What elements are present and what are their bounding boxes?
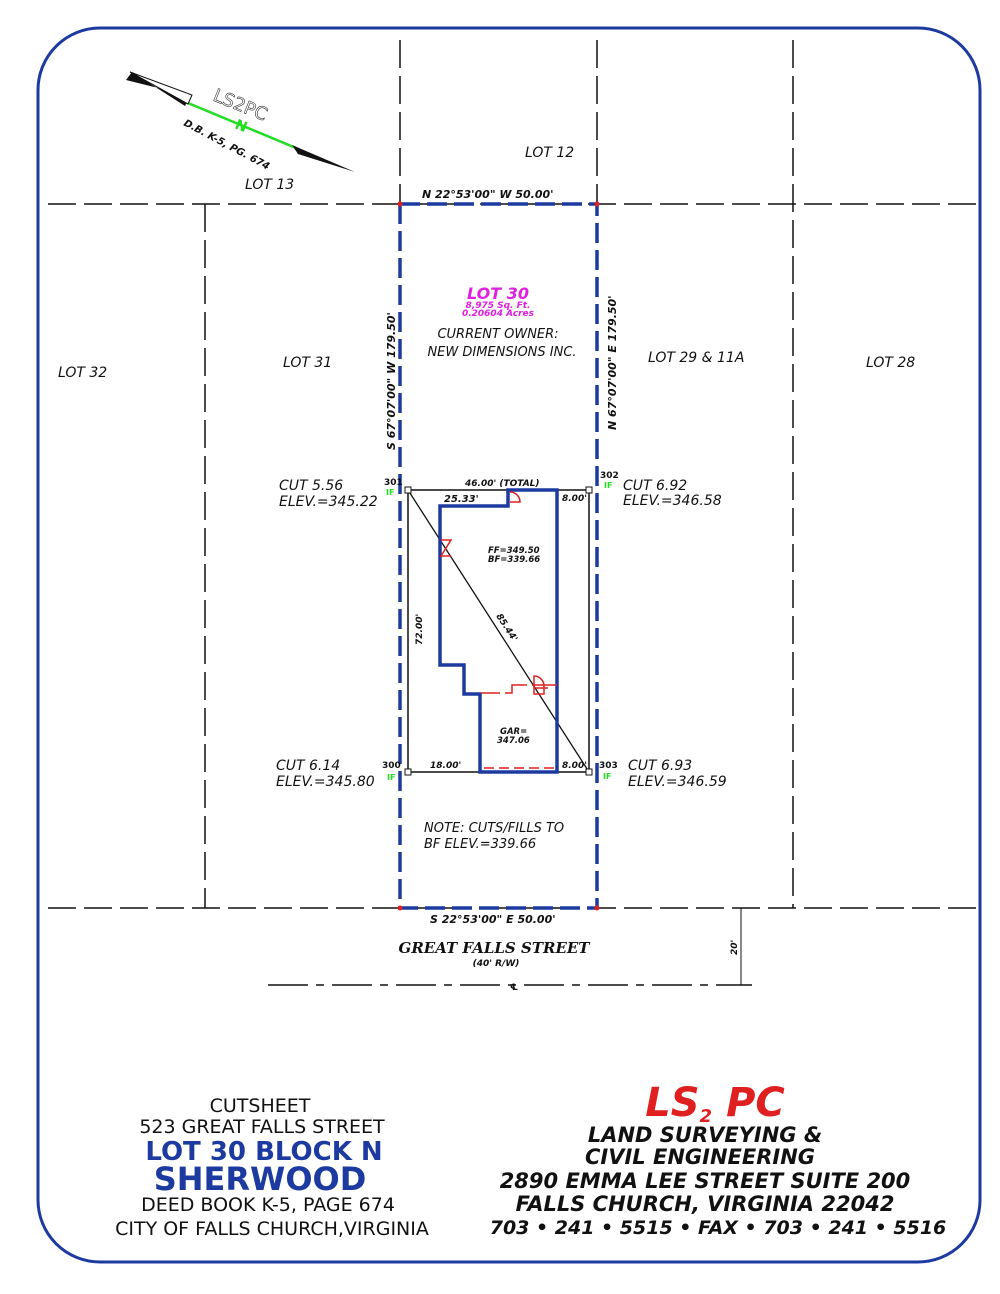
front-offset-dim: 25.33' — [444, 494, 479, 505]
lot-28-label: LOT 28 — [866, 355, 915, 371]
svg-text:CUTSHEET: CUTSHEET — [210, 1095, 311, 1117]
svg-text:CUT 6.93: CUT 6.93 — [628, 758, 692, 774]
bearing-west: S 67°07'00" W 179.50' — [385, 312, 398, 450]
svg-text:300: 300 — [382, 761, 401, 771]
right-bottom-dim: 8.00' — [562, 761, 587, 771]
svg-text:523 GREAT FALLS STREET: 523 GREAT FALLS STREET — [139, 1116, 385, 1138]
lot-29-label: LOT 29 & 11A — [648, 350, 744, 366]
bearing-east: N 67°07'00" E 179.50' — [606, 295, 619, 430]
bearing-south: S 22°53'00" E 50.00' — [430, 913, 556, 926]
sheet-border — [36, 26, 982, 1264]
svg-text:SHERWOOD: SHERWOOD — [154, 1160, 367, 1198]
svg-text:ELEV.=346.58: ELEV.=346.58 — [623, 493, 722, 509]
right-top-dim: 8.00' — [562, 494, 587, 504]
svg-text:DEED BOOK K-5, PAGE 674: DEED BOOK K-5, PAGE 674 — [141, 1194, 395, 1216]
lot-30-boundary — [398, 202, 599, 910]
lot-30-label: LOT 30 — [467, 284, 529, 303]
svg-text:CUT 6.92: CUT 6.92 — [623, 478, 687, 494]
svg-text:301: 301 — [384, 478, 403, 488]
north-label: N — [233, 117, 250, 136]
owner-name: NEW DIMENSIONS INC. — [427, 345, 576, 360]
svg-text:303: 303 — [599, 761, 618, 771]
svg-text:302: 302 — [600, 471, 619, 481]
lot-12-label: LOT 12 — [525, 145, 574, 161]
right-of-way: (40' R/W) — [473, 959, 520, 969]
centerline-symbol: ℄ — [510, 983, 518, 993]
svg-text:CUT 6.14: CUT 6.14 — [276, 758, 340, 774]
house-footprint — [404, 486, 593, 776]
svg-text:CITY OF FALLS CHURCH,VIRGINIA: CITY OF FALLS CHURCH,VIRGINIA — [115, 1218, 429, 1240]
svg-text:ELEV.=346.59: ELEV.=346.59 — [628, 774, 727, 790]
lot-area-acres: 0.20604 Acres — [462, 309, 535, 319]
svg-text:CUT 5.56: CUT 5.56 — [279, 478, 343, 494]
svg-text:IF: IF — [387, 773, 395, 782]
lot-13-label: LOT 13 — [245, 177, 294, 193]
corner-302: 302 IF CUT 6.92 ELEV.=346.58 — [600, 471, 722, 509]
note-line-1: NOTE: CUTS/FILLS TO — [424, 821, 564, 836]
street-name: GREAT FALLS STREET — [399, 939, 592, 957]
owner-label: CURRENT OWNER: — [437, 327, 558, 342]
corner-300: 300 IF CUT 6.14 ELEV.=345.80 — [276, 758, 401, 790]
svg-text:IF: IF — [386, 488, 394, 497]
lot-lines — [48, 40, 978, 909]
house-depth-dim: 72.00' — [415, 614, 425, 645]
title-block: CUTSHEET 523 GREAT FALLS STREET LOT 30 B… — [115, 1095, 429, 1240]
street-offset: 20' — [730, 940, 740, 955]
boundary-corner-markers — [397, 201, 600, 911]
bearing-north: N 22°53'00" W 50.00' — [422, 188, 554, 201]
svg-text:703 • 241 • 5515 • FAX • 703 •: 703 • 241 • 5515 • FAX • 703 • 241 • 551… — [490, 1217, 947, 1239]
first-floor-elev: FF=349.50 — [488, 546, 540, 556]
lot-area-sqft: 8,975 Sq. Ft. — [466, 301, 531, 311]
garage-label: GAR= — [500, 727, 527, 737]
house-width-total: 46.00' (TOTAL) — [464, 479, 540, 489]
svg-text:FALLS CHURCH, VIRGINIA 22042: FALLS CHURCH, VIRGINIA 22042 — [516, 1192, 895, 1216]
svg-text:ELEV.=345.80: ELEV.=345.80 — [276, 774, 375, 790]
svg-text:CIVIL ENGINEERING: CIVIL ENGINEERING — [585, 1145, 815, 1169]
garage-elev: 347.06 — [497, 736, 530, 746]
lot-32-label: LOT 32 — [58, 365, 107, 381]
svg-text:IF: IF — [603, 772, 611, 781]
corner-301: 301 IF CUT 5.56 ELEV.=345.22 — [279, 478, 403, 510]
north-arrow: LS2PC N D.B. K-5, PG. 674 — [126, 71, 355, 173]
svg-text:LAND SURVEYING &: LAND SURVEYING & — [588, 1123, 822, 1147]
corner-303: 303 IF CUT 6.93 ELEV.=346.59 — [599, 758, 727, 790]
lot-31-label: LOT 31 — [283, 355, 332, 371]
svg-text:2890 EMMA LEE STREET SUITE 20: 2890 EMMA LEE STREET SUITE 200 — [500, 1169, 911, 1193]
note-line-2: BF ELEV.=339.66 — [424, 837, 536, 852]
svg-text:IF: IF — [604, 481, 612, 490]
svg-text:ELEV.=345.22: ELEV.=345.22 — [279, 494, 378, 510]
deed-reference: D.B. K-5, PG. 674 — [182, 118, 272, 173]
left-bottom-dim: 18.00' — [430, 761, 461, 771]
svg-text:LOT 30 BLOCK N: LOT 30 BLOCK N — [145, 1137, 382, 1167]
basement-floor-elev: BF=339.66 — [488, 555, 540, 565]
